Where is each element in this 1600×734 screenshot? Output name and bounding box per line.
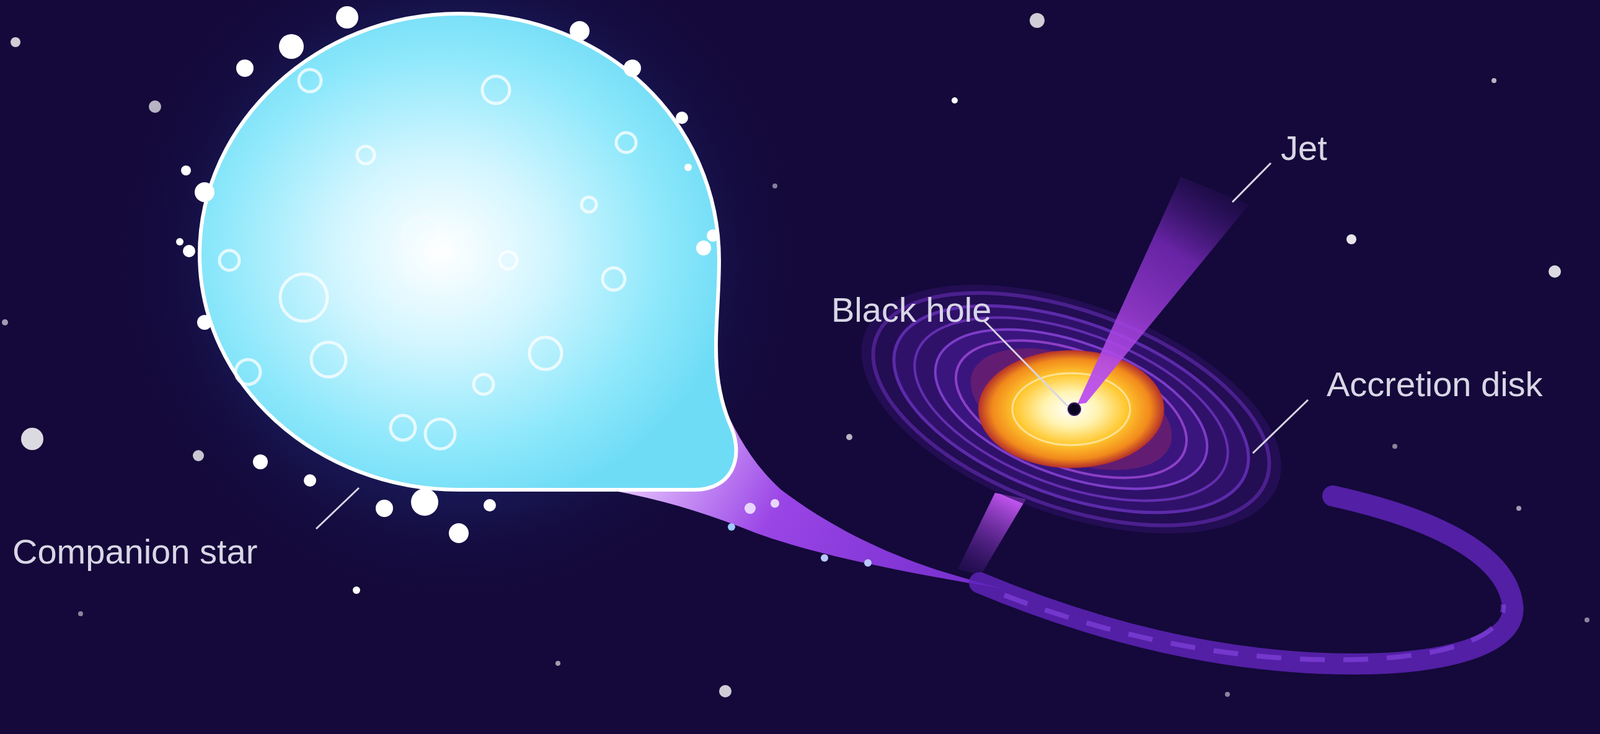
leader-lines xyxy=(316,163,1309,529)
part-label: Companion star xyxy=(12,534,258,570)
leader-line xyxy=(1252,399,1309,454)
star-glow xyxy=(111,0,806,608)
leader-line xyxy=(316,487,359,529)
black-hole xyxy=(1068,402,1081,416)
leader-line xyxy=(984,321,1068,407)
accretion-disk xyxy=(828,234,1314,584)
jet-lower xyxy=(957,492,1026,576)
jet-upper xyxy=(1077,176,1250,405)
companion-star xyxy=(176,6,737,544)
part-label: Accretion disk xyxy=(1326,366,1543,402)
leader-line xyxy=(1232,163,1271,203)
part-label: Black hole xyxy=(831,292,992,328)
part-label: Jet xyxy=(1280,130,1328,166)
